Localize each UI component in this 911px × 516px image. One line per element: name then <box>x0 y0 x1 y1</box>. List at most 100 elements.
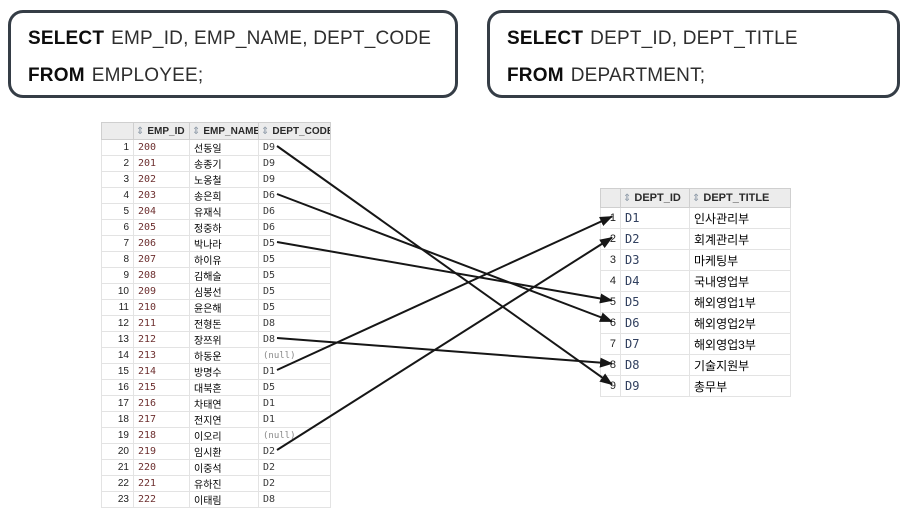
dept_code-cell: D5 <box>258 267 331 284</box>
row-number-cell: 6 <box>600 312 621 334</box>
emp_id-cell: 219 <box>133 443 190 460</box>
emp_name-cell: 유하진 <box>189 475 259 492</box>
row-number-cell: 14 <box>101 347 134 364</box>
row-number-cell: 6 <box>101 219 134 236</box>
row-number-cell: 5 <box>600 291 621 313</box>
emp_name-cell: 차태연 <box>189 395 259 412</box>
emp_id-cell: 216 <box>133 395 190 412</box>
dept_title-cell: 회계관리부 <box>689 228 791 250</box>
emp_id-cell: 206 <box>133 235 190 252</box>
row-number-cell: 9 <box>101 267 134 284</box>
emp_name-cell: 정중하 <box>189 219 259 236</box>
emp_name-cell: 김해술 <box>189 267 259 284</box>
emp_id-cell: 212 <box>133 331 190 348</box>
emp_id-cell: 222 <box>133 491 190 508</box>
emp_name-cell: 이태림 <box>189 491 259 508</box>
emp_name-cell: 이오리 <box>189 427 259 444</box>
row-number-cell: 17 <box>101 395 134 412</box>
emp_id-cell: 211 <box>133 315 190 332</box>
dept_code-cell: D1 <box>258 363 331 380</box>
column-header-emp_name: ⇕EMP_NAME <box>189 122 259 140</box>
row-number-cell: 8 <box>101 251 134 268</box>
emp_name-cell: 방명수 <box>189 363 259 380</box>
dept_code-cell: D5 <box>258 379 331 396</box>
column-header-dept_id: ⇕DEPT_ID <box>620 188 690 208</box>
sort-icon: ⇕ <box>623 193 632 204</box>
row-number-cell: 7 <box>600 333 621 355</box>
sql-text: EMP_ID, EMP_NAME, DEPT_CODE <box>111 28 432 49</box>
row-number-cell: 12 <box>101 315 134 332</box>
emp_name-cell: 임시환 <box>189 443 259 460</box>
dept_code-cell: D2 <box>258 475 331 492</box>
dept_title-cell: 해외영업3부 <box>689 333 791 355</box>
emp_id-cell: 202 <box>133 171 190 188</box>
row-number-header <box>101 122 134 140</box>
emp_name-cell: 송은희 <box>189 187 259 204</box>
emp_name-cell: 하이유 <box>189 251 259 268</box>
sort-icon: ⇕ <box>136 125 145 137</box>
sql-line: SELECT EMP_ID, EMP_NAME, DEPT_CODE <box>28 20 438 57</box>
sql-keyword: SELECT <box>507 28 584 49</box>
row-number-cell: 11 <box>101 299 134 316</box>
dept_title-cell: 해외영업1부 <box>689 291 791 313</box>
grid-header-row: ⇕EMP_ID⇕EMP_NAME⇕DEPT_CODE <box>101 122 331 140</box>
row-number-cell: 8 <box>600 354 621 376</box>
emp_id-cell: 205 <box>133 219 190 236</box>
dept_code-cell: D1 <box>258 411 331 428</box>
emp_id-cell: 201 <box>133 155 190 172</box>
row-number-cell: 1 <box>600 207 621 229</box>
emp_name-cell: 전지연 <box>189 411 259 428</box>
dept_code-cell: D1 <box>258 395 331 412</box>
dept_id-cell: D1 <box>620 207 690 229</box>
row-number-cell: 4 <box>101 187 134 204</box>
dept_code-cell: D5 <box>258 283 331 300</box>
emp_id-cell: 207 <box>133 251 190 268</box>
row-number-cell: 16 <box>101 379 134 396</box>
emp_id-cell: 208 <box>133 267 190 284</box>
emp_name-cell: 이중석 <box>189 459 259 476</box>
dept_title-cell: 국내영업부 <box>689 270 791 292</box>
row-number-header <box>600 188 621 208</box>
dept_id-cell: D8 <box>620 354 690 376</box>
dept_id-cell: D4 <box>620 270 690 292</box>
dept_code-cell: D9 <box>258 171 331 188</box>
dept_title-cell: 기술지원부 <box>689 354 791 376</box>
dept_title-cell: 마케팅부 <box>689 249 791 271</box>
sql-keyword: SELECT <box>28 28 105 49</box>
emp_name-cell: 전형돈 <box>189 315 259 332</box>
dept_id-cell: D5 <box>620 291 690 313</box>
emp_id-cell: 217 <box>133 411 190 428</box>
dept_code-cell: D9 <box>258 139 331 156</box>
sort-icon: ⇕ <box>692 193 701 204</box>
column-header-dept_title: ⇕DEPT_TITLE <box>689 188 791 208</box>
column-header-dept_code: ⇕DEPT_CODE <box>258 122 331 140</box>
emp_id-cell: 203 <box>133 187 190 204</box>
row-number-cell: 3 <box>101 171 134 188</box>
row-number-cell: 20 <box>101 443 134 460</box>
sort-icon: ⇕ <box>192 125 201 137</box>
dept_id-cell: D7 <box>620 333 690 355</box>
row-number-cell: 15 <box>101 363 134 380</box>
dept_id-cell: D2 <box>620 228 690 250</box>
row-number-cell: 2 <box>101 155 134 172</box>
emp_id-cell: 213 <box>133 347 190 364</box>
column-header-emp_id: ⇕EMP_ID <box>133 122 190 140</box>
row-number-cell: 10 <box>101 283 134 300</box>
